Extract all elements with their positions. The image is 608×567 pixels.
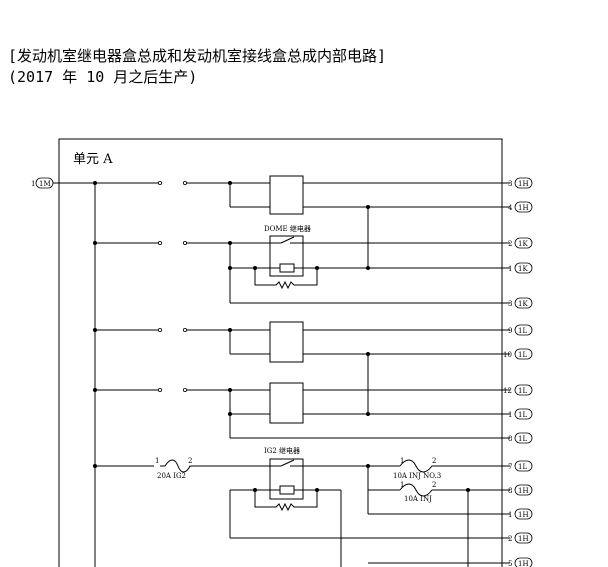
terminal-connector: [514, 348, 533, 360]
terminal-number: 8: [508, 487, 512, 495]
fuse-10a-inj: [399, 483, 510, 497]
terminal-connector: [514, 297, 533, 309]
fuse3-name: 10A INJ: [404, 495, 432, 503]
terminal-number: 1: [508, 411, 512, 419]
unit-label: 单元 A: [73, 152, 113, 167]
terminal-code: 1L: [518, 327, 527, 335]
ig2-relay-coil: [279, 485, 295, 495]
ig2-relay-switch: [280, 459, 295, 467]
terminal-number: 8: [508, 435, 512, 443]
svg-text:1: 1: [31, 180, 35, 188]
fuse3-pin1: 1: [400, 481, 404, 489]
terminal-code: 1L: [518, 351, 527, 359]
terminal-number: 4: [508, 204, 513, 212]
terminal-connector: [514, 484, 533, 496]
terminal-code: 1H: [518, 204, 529, 212]
terminal-connector: [514, 324, 533, 336]
terminal-code: 1H: [518, 180, 529, 188]
terminal-number: 10: [503, 351, 512, 359]
terminal-connector: [514, 262, 533, 274]
terminal-connector: [514, 460, 533, 472]
fuse-10a-inj-no3: [399, 459, 510, 473]
terminal-number: 3: [508, 300, 512, 308]
fuse1-pin1: 1: [155, 457, 159, 465]
switch-contacts: [157, 180, 187, 392]
terminal-number: 1: [508, 265, 512, 273]
fuse2-pin1: 1: [400, 457, 404, 465]
terminal-code: 1L: [518, 435, 527, 443]
terminal-number: 9: [508, 327, 512, 335]
fuse2-name: 10A INJ NO.3: [393, 472, 441, 480]
page-subtitle: (2017 年 10 月之后生产): [8, 68, 198, 86]
terminal-code: 1H: [518, 560, 529, 567]
relay-box-1: [269, 175, 304, 215]
terminal-number: 2: [508, 535, 512, 543]
terminal-code: 1L: [518, 411, 527, 419]
terminal-connector: [514, 557, 533, 567]
terminal-number: 2: [508, 240, 512, 248]
terminal-code: 1L: [518, 387, 527, 395]
dome-relay-switch: [280, 236, 295, 244]
ig2-relay-resistor: [254, 490, 318, 512]
terminal-code: 1H: [518, 487, 529, 495]
terminal-code: 1K: [518, 300, 528, 308]
terminal-code: 1K: [518, 240, 528, 248]
fuse2-pin2: 2: [432, 457, 436, 465]
terminal-number: 1: [508, 511, 512, 519]
connector-1m-label: 1M: [39, 180, 51, 188]
terminal-code: 1K: [518, 265, 528, 273]
terminal-connector: [514, 532, 533, 544]
terminal-connector: [514, 177, 533, 189]
fuse1-name: 20A IG2: [157, 472, 186, 480]
dome-relay-coil: [279, 263, 295, 273]
fuse3-pin2: 2: [432, 481, 436, 489]
terminal-number: 5: [508, 560, 512, 567]
dome-relay-label: DOME 继电器: [264, 224, 311, 233]
ig2-relay-label: IG2 继电器: [264, 446, 300, 455]
terminal-code: 1H: [518, 535, 529, 543]
terminal-code: 1H: [518, 511, 529, 519]
dome-relay-resistor: [254, 268, 318, 290]
terminal-connector: [514, 201, 533, 213]
page-title: [发动机室继电器盒总成和发动机室接线盒总成内部电路]: [8, 47, 387, 65]
terminal-connector: [514, 432, 533, 444]
junction-dots: [93, 181, 470, 492]
terminal-connector: [514, 508, 533, 520]
terminal-number: 12: [503, 387, 512, 395]
fuse-20a-ig2: [160, 459, 281, 473]
connector-1m: [35, 177, 54, 189]
terminal-code: 1L: [518, 463, 527, 471]
terminal-number: 3: [508, 180, 512, 188]
unit-frame: [58, 138, 503, 567]
terminal-connector: [514, 408, 533, 420]
fuse1-pin2: 2: [188, 457, 192, 465]
terminal-connector: [514, 384, 533, 396]
terminal-number: 7: [508, 463, 512, 471]
terminal-connector: [514, 237, 533, 249]
